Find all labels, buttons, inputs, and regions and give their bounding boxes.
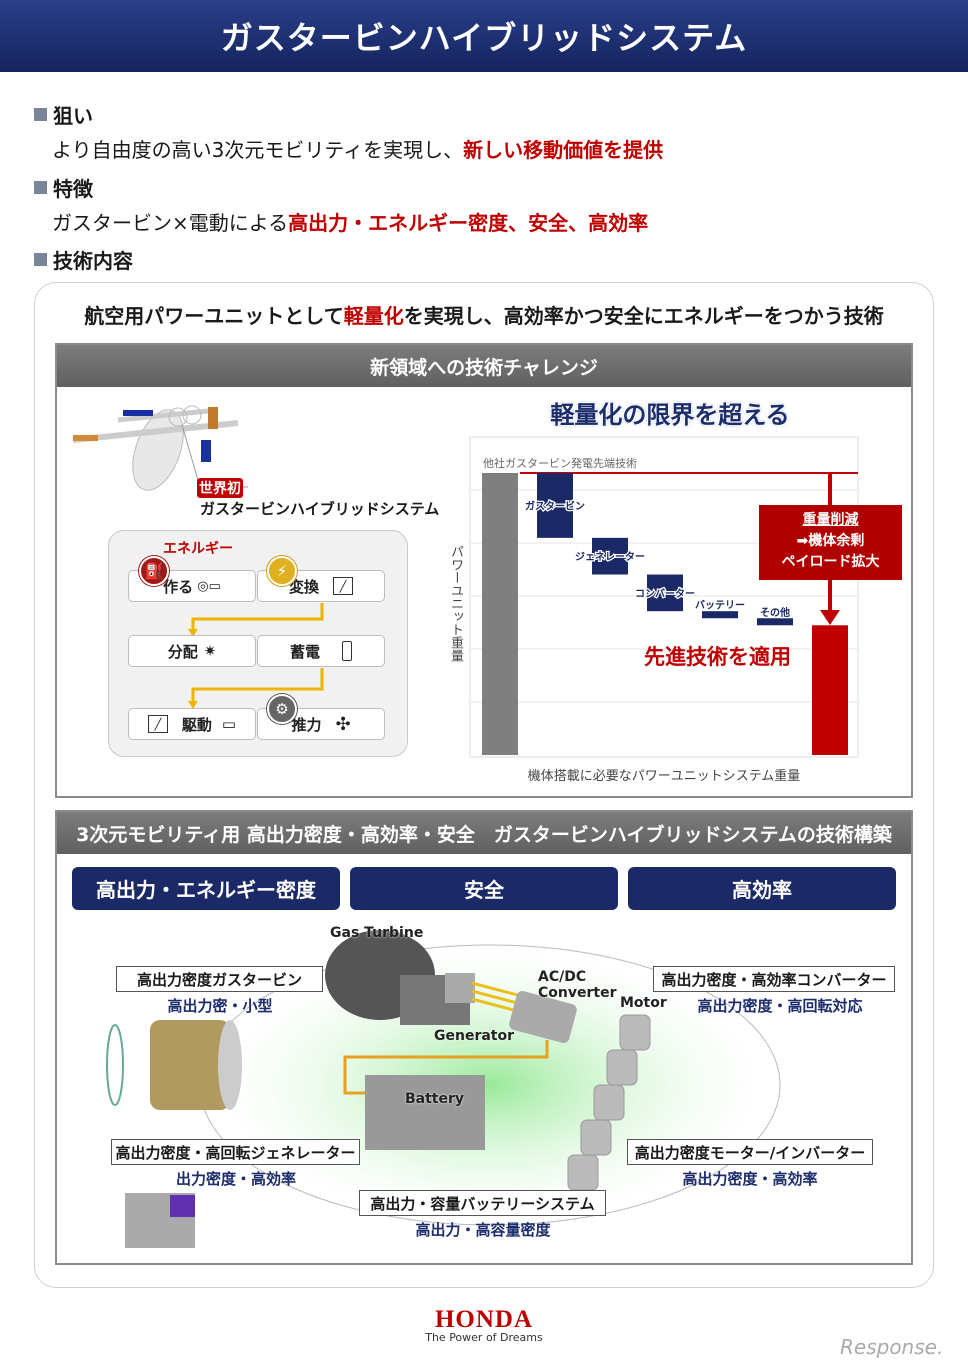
chart-bar (482, 473, 518, 755)
chart-ylabel: パワーユニット重量 (448, 545, 463, 662)
feature-battery: 高出力・容量バッテリーシステム (359, 1190, 606, 1216)
feature-plain: ガスタービン×電動による (52, 211, 289, 235)
flow-cell-distribute: 分配 ✷ (128, 635, 256, 667)
flow-cell-store: 蓄電 (257, 635, 385, 667)
propeller-icon: ✣ (335, 713, 351, 735)
chart-bar (537, 473, 573, 538)
converter-label: Converter (538, 985, 617, 1001)
bar-label: バッテリー (695, 600, 745, 612)
cell-label: 変換 (288, 577, 319, 596)
chart-bar (702, 611, 738, 619)
feature-battery-sub: 高出力・高容量密度 (415, 1221, 551, 1239)
feature-generator-sub: 出力密度・高効率 (175, 1170, 297, 1188)
bar-label: コンバーター (635, 588, 695, 600)
headline-post: を実現し、高効率かつ安全にエネルギーをつかう技術 (403, 304, 884, 328)
response-watermark: Response. (840, 1335, 944, 1359)
chart-bar (647, 574, 683, 612)
weight-reduction-callout: 重量削減 ➡機体余剰 ペイロード拡大 (759, 505, 902, 580)
baseline-label: 他社ガスタービン発電先端技術 (483, 457, 637, 470)
section-heading: 技術内容 (53, 249, 133, 273)
section-feature: 特徴 (34, 173, 93, 202)
feature-gas-turbine: 高出力密度ガスタービン (116, 966, 323, 992)
fuel-nozzle-icon: ⛽ (139, 556, 169, 586)
world-first-badge: 世界初 (197, 478, 243, 498)
chart-bar (757, 618, 793, 626)
cell-label: 分配 (167, 642, 198, 661)
cell-label: 作る (163, 577, 194, 596)
battery-label: Battery (405, 1091, 465, 1107)
bar-label: ガスタービン (525, 499, 585, 512)
gear-icon: ⚙ (267, 694, 297, 724)
energy-label: エネルギー (163, 541, 233, 557)
feature-motor: 高出力密度モーター/インバーター (627, 1139, 873, 1165)
page-title: ガスタービンハイブリッドシステム (220, 19, 748, 57)
motor-icon: ▭ (221, 715, 237, 733)
callout-line: 重量削減 (802, 512, 859, 528)
feature-emphasis: 高出力・エネルギー密度、安全、高効率 (288, 211, 649, 235)
motor-label: Motor (620, 995, 667, 1011)
callout-arrowhead (820, 610, 840, 625)
cell-label: 推力 (291, 715, 322, 734)
chart-bar (812, 625, 848, 755)
challenge-title: 新領域への技術チャレンジ (57, 345, 911, 387)
aim-emphasis: 新しい移動価値を提供 (463, 138, 664, 162)
section-aim: 狙い (34, 100, 93, 129)
chart-title: 軽量化の限界を超える (550, 401, 790, 429)
aim-text: より自由度の高い3次元モビリティを実現し、新しい移動価値を提供 (52, 134, 663, 163)
bar-label: その他 (760, 606, 790, 619)
acdc-label: AC/DC (538, 969, 587, 985)
flow-cell-thrust: 推力 ✣ (257, 708, 385, 740)
feature-converter-sub: 高出力密度・高回転対応 (697, 997, 863, 1015)
cell-label: 蓄電 (289, 642, 320, 661)
section-heading: 特徴 (53, 177, 93, 201)
pillar-safety: 安全 (350, 867, 618, 910)
pillar-efficiency: 高効率 (628, 867, 896, 910)
feature-motor-sub: 高出力密度・高効率 (682, 1170, 818, 1188)
aircraft-illustration (72, 405, 248, 491)
result-label: 先進技術を適用 (644, 645, 791, 669)
bullet-square-icon (34, 181, 47, 194)
feature-converter: 高出力密度・高効率コンバーター (653, 966, 895, 992)
bar-label: ジェネレーター (575, 551, 645, 563)
feature-gas-turbine-sub: 高出力密・小型 (167, 997, 273, 1015)
bullet-square-icon (34, 108, 47, 121)
title-bar: ガスタービンハイブリッドシステム (0, 0, 968, 72)
energy-flow-diagram: エネルギー 作る◎▭ 変換 ╱ 分配 ✷ 蓄電 ╱ 駆動 ▭ 推力 ✣ ⛽ ⚡ ⚙ (108, 530, 408, 757)
aircraft-caption: ガスタービンハイブリッドシステム (200, 500, 440, 518)
aim-plain: より自由度の高い3次元モビリティを実現し、 (52, 138, 464, 162)
distribution-icon: ✷ (203, 642, 217, 660)
flow-cell-convert: 変換 ╱ (257, 570, 385, 602)
bullet-square-icon (34, 253, 47, 266)
tech-panel (34, 282, 934, 1288)
inverter-icon: ╱ (147, 715, 168, 733)
panel-headline: 航空用パワーユニットとして軽量化を実現し、高効率かつ安全にエネルギーをつかう技術 (34, 300, 934, 329)
gas-turbine-label: Gas Turbine (330, 925, 424, 941)
headline-emphasis: 軽量化 (343, 304, 404, 328)
callout-line: ペイロード拡大 (781, 554, 880, 570)
flow-arrows (188, 603, 324, 709)
converter-icon: ╱ (333, 577, 353, 595)
chart-bar (592, 537, 628, 575)
feature-text: ガスタービン×電動による高出力・エネルギー密度、安全、高効率 (52, 207, 648, 236)
callout-line: ➡機体余剰 (796, 533, 865, 549)
chart-xlabel: 機体搭載に必要なパワーユニットシステム重量 (527, 769, 801, 784)
lightning-icon: ⚡ (267, 556, 297, 586)
honda-logo: HONDA (434, 1306, 534, 1333)
section-heading: 狙い (53, 104, 93, 128)
section-tech: 技術内容 (34, 245, 133, 274)
battery-icon (342, 641, 352, 661)
cell-label: 駆動 (181, 715, 212, 734)
headline-pre: 航空用パワーユニットとして (84, 304, 344, 328)
generator-label: Generator (434, 1028, 515, 1044)
pillar-power-density: 高出力・エネルギー密度 (72, 867, 340, 910)
tagline: The Power of Dreams (425, 1331, 543, 1344)
feature-generator: 高出力密度・高回転ジェネレーター (111, 1139, 360, 1165)
generator-icon: ◎▭ (197, 578, 221, 594)
flow-cell-drive: ╱ 駆動 ▭ (128, 708, 256, 740)
tech-build-title: 3次元モビリティ用 高出力密度・高効率・安全 ガスタービンハイブリッドシステムの… (57, 812, 911, 854)
